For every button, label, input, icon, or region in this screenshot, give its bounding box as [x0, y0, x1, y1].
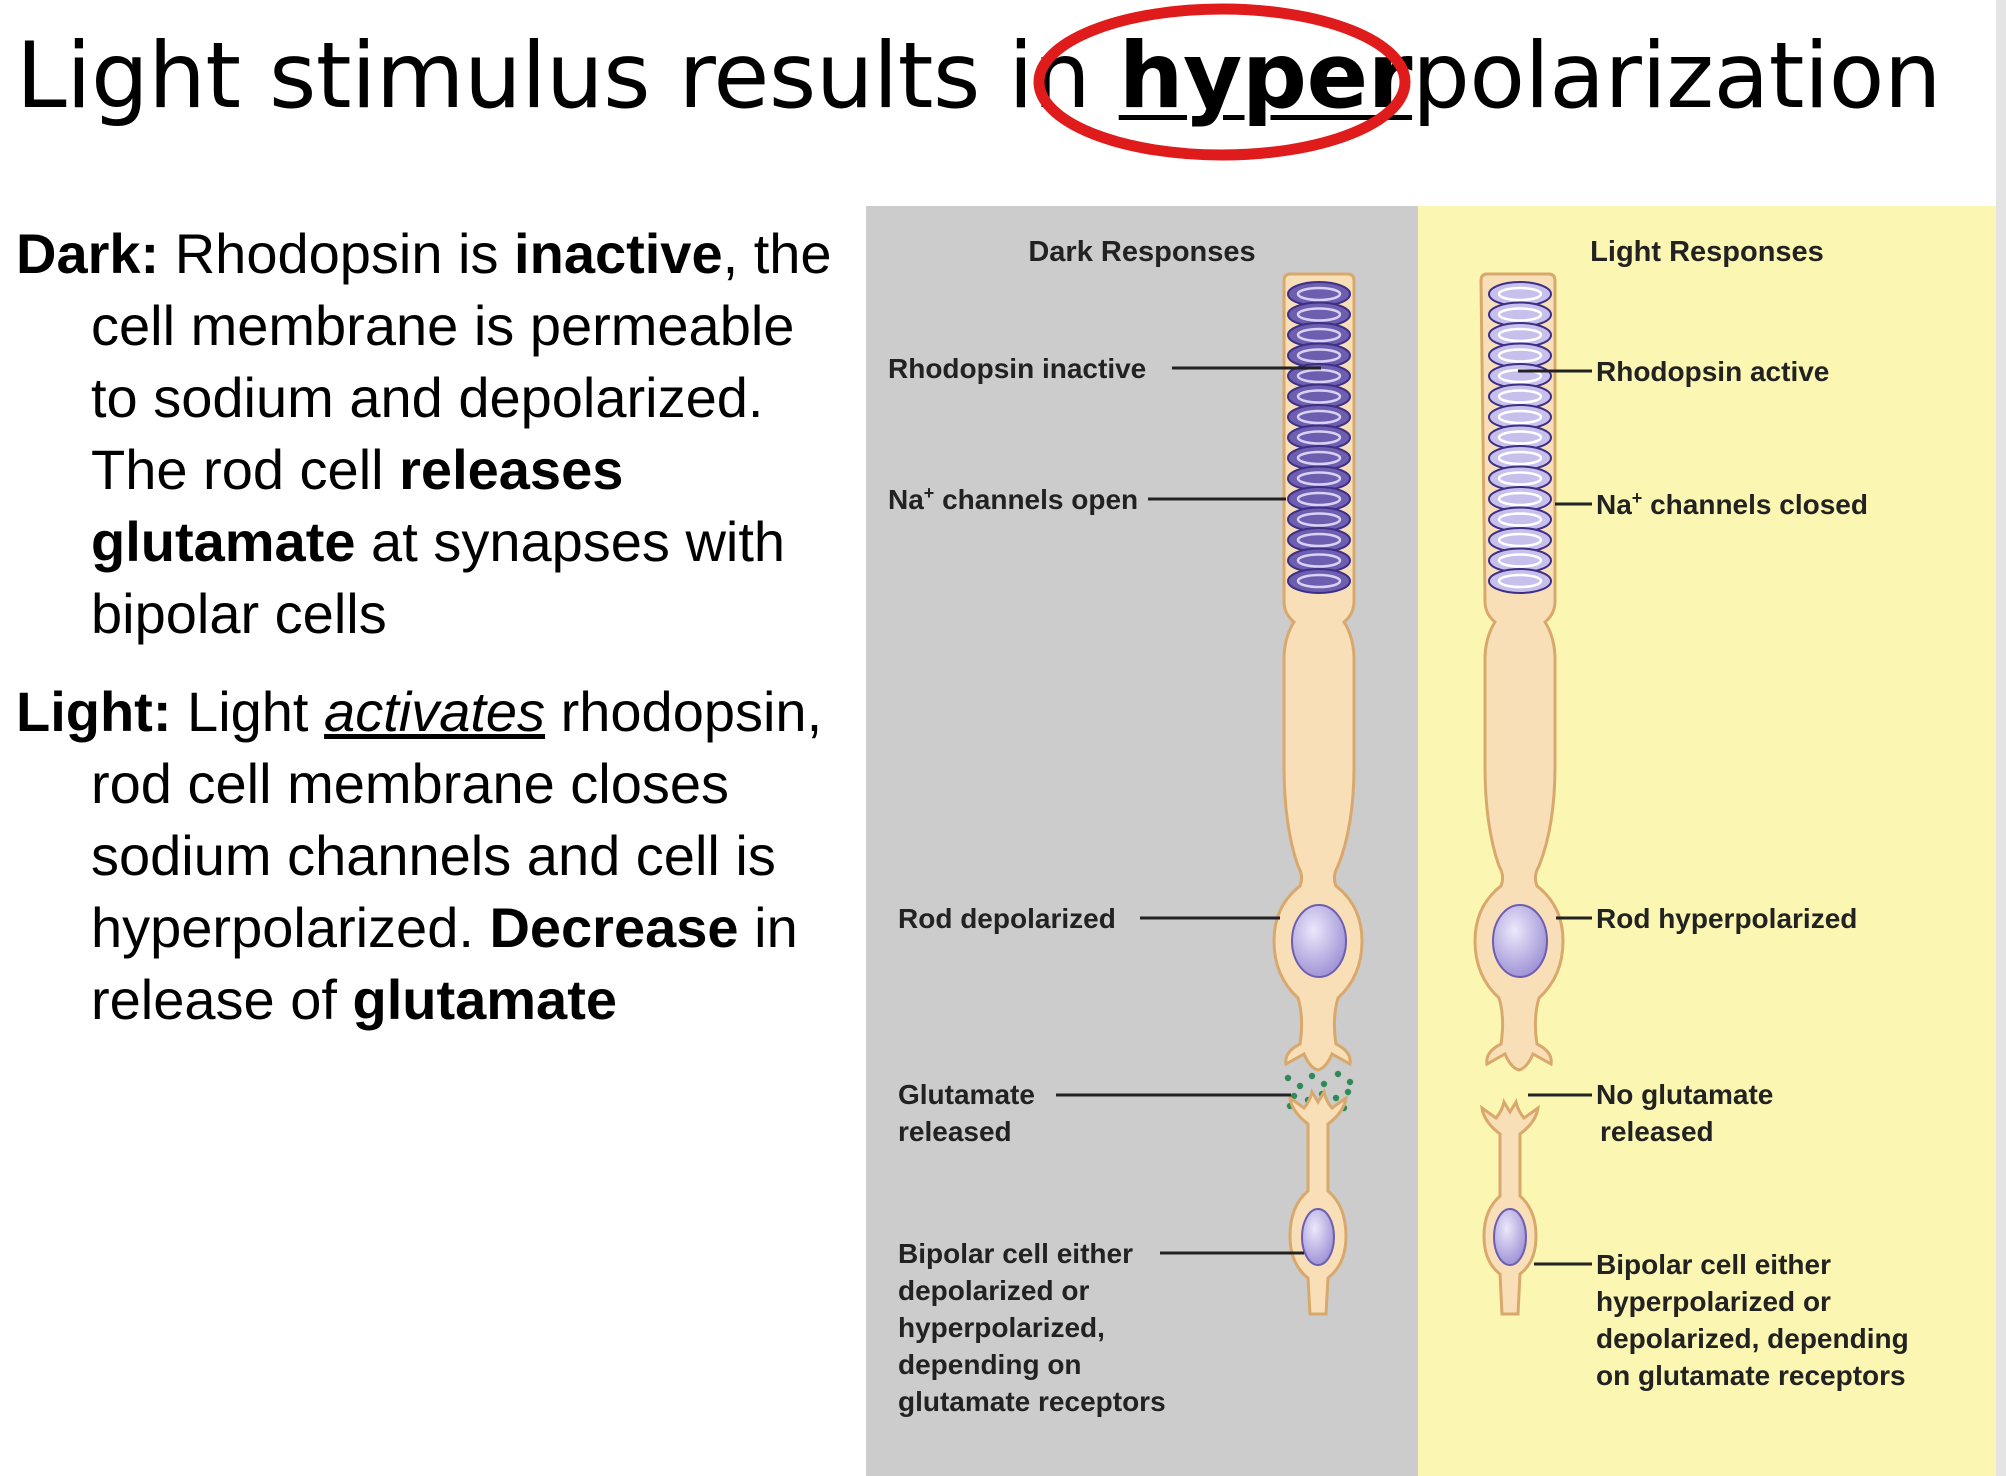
dark-bipolar-cell	[1288, 1088, 1348, 1316]
dark-rhodopsin-disc-ring	[1296, 573, 1342, 589]
label-dark-bipolar-5: glutamate receptors	[898, 1386, 1166, 1417]
glutamate-dot	[1346, 1078, 1354, 1086]
dark-rhodopsin-disc-ring	[1296, 471, 1342, 486]
dark-rhodopsin-disc-ring	[1296, 307, 1342, 322]
dark-rod-nucleus	[1291, 904, 1347, 978]
light-rhodopsin-disc-ring	[1497, 491, 1543, 507]
light-rhodopsin-disc-ring	[1497, 532, 1543, 548]
dark-labels: Rhodopsin inactive Na+ channels open Rod…	[888, 353, 1166, 1417]
rod-cell-diagram: Dark Responses Light Responses Rhodopsi	[866, 206, 1996, 1476]
label-dark-bipolar-2: depolarized or	[898, 1275, 1089, 1306]
label-rhodopsin-active: Rhodopsin active	[1596, 356, 1829, 387]
title-text-end: polarization	[1412, 24, 1942, 129]
glutamate-dot	[1334, 1070, 1342, 1078]
dark-rhodopsin-disc-ring	[1296, 491, 1342, 507]
light-rhodopsin-disc-ring	[1497, 389, 1543, 404]
dark-rhodopsin-disc-ring	[1296, 327, 1342, 343]
label-na-channels-closed: Na+ channels closed	[1596, 488, 1868, 520]
title-text-start: Light stimulus results i	[16, 24, 1034, 129]
dark-lead: Dark:	[16, 222, 160, 285]
dark-rhodopsin-disc-ring	[1296, 286, 1342, 302]
glutamate-dot	[1296, 1082, 1304, 1090]
title-emphasis-hyper: hyper	[1118, 24, 1413, 129]
label-light-bipolar-2: hyperpolarized or	[1596, 1286, 1831, 1317]
slide-title: Light stimulus results in hyperpolarizat…	[16, 22, 1942, 132]
light-lead: Light:	[16, 680, 172, 743]
dark-rhodopsin-disc-ring	[1296, 368, 1342, 384]
label-na-channels-open: Na+ channels open	[888, 483, 1138, 515]
glutamate-dot	[1344, 1088, 1352, 1096]
label-rod-depolarized: Rod depolarized	[898, 903, 1116, 934]
dark-rhodopsin-disc-stack	[1287, 281, 1351, 594]
dark-bipolar-nucleus	[1301, 1208, 1335, 1266]
dark-rod-cell	[1272, 272, 1364, 1316]
light-responses-header: Light Responses	[1590, 236, 1824, 268]
dark-rhodopsin-disc-ring	[1296, 532, 1342, 548]
glutamate-dot	[1290, 1092, 1298, 1100]
label-dark-bipolar-3: hyperpolarized,	[898, 1312, 1105, 1343]
label-dark-bipolar-4: depending on	[898, 1349, 1082, 1380]
light-rhodopsin-disc-ring	[1497, 307, 1543, 322]
glutamate-dot	[1284, 1074, 1292, 1082]
dark-rhodopsin-disc-ring	[1296, 553, 1342, 568]
light-rhodopsin-disc-ring	[1497, 409, 1543, 425]
dark-responses-header: Dark Responses	[1028, 236, 1255, 268]
label-no-glutamate-1: No glutamate	[1596, 1079, 1773, 1110]
dark-rhodopsin-disc-ring	[1296, 512, 1342, 527]
dark-rhodopsin-disc-ring	[1296, 389, 1342, 404]
light-rhodopsin-disc-ring	[1497, 327, 1543, 343]
light-rhodopsin-disc-ring	[1497, 573, 1543, 589]
title-circled-letter: n	[1033, 24, 1091, 129]
light-leader-lines	[1518, 369, 1592, 1266]
light-rhodopsin-disc-ring	[1497, 450, 1543, 466]
light-rhodopsin-disc-ring	[1497, 430, 1543, 445]
dark-rhodopsin-disc	[1287, 568, 1351, 594]
dark-leader-lines	[1056, 366, 1321, 1255]
glutamate-dot	[1320, 1080, 1328, 1088]
light-paragraph: Light: Light activates rhodopsin, rod ce…	[16, 680, 823, 1031]
label-dark-bipolar-1: Bipolar cell either	[898, 1238, 1133, 1269]
light-rhodopsin-disc-ring	[1497, 471, 1543, 486]
light-rhodopsin-disc-stack	[1488, 281, 1552, 594]
label-light-bipolar-1: Bipolar cell either	[1596, 1249, 1831, 1280]
light-rhodopsin-disc	[1488, 568, 1552, 594]
light-rhodopsin-disc-ring	[1497, 286, 1543, 302]
label-glutamate-released-1: Glutamate	[898, 1079, 1035, 1110]
label-rod-hyperpolarized: Rod hyperpolarized	[1596, 903, 1857, 934]
dark-rhodopsin-disc-ring	[1296, 450, 1342, 466]
explanation-text: Dark: Rhodopsin is inactive, the cell me…	[16, 218, 856, 1062]
light-rhodopsin-disc-ring	[1497, 348, 1543, 363]
light-labels: Rhodopsin active Na+ channels closed Rod…	[1596, 356, 1909, 1391]
dark-rhodopsin-disc-ring	[1296, 348, 1342, 363]
dark-rhodopsin-disc-ring	[1296, 430, 1342, 445]
light-rhodopsin-disc-ring	[1497, 553, 1543, 568]
light-rod-cell	[1473, 272, 1565, 1316]
label-light-bipolar-3: depolarized, depending	[1596, 1323, 1909, 1354]
label-glutamate-released-2: released	[898, 1116, 1012, 1147]
label-rhodopsin-inactive: Rhodopsin inactive	[888, 353, 1146, 384]
slide-right-edge	[1996, 0, 2006, 1476]
glutamate-dot	[1308, 1072, 1316, 1080]
label-no-glutamate-2: released	[1600, 1116, 1714, 1147]
rod-cell-figure: Dark Responses Light Responses Rhodopsi	[866, 206, 1996, 1476]
light-rod-nucleus	[1492, 904, 1548, 978]
dark-paragraph: Dark: Rhodopsin is inactive, the cell me…	[16, 222, 832, 645]
glutamate-dot	[1332, 1094, 1340, 1102]
light-bipolar-nucleus	[1493, 1208, 1527, 1266]
label-light-bipolar-4: on glutamate receptors	[1596, 1360, 1906, 1391]
dark-rhodopsin-disc-ring	[1296, 409, 1342, 425]
light-rhodopsin-disc-ring	[1497, 512, 1543, 527]
